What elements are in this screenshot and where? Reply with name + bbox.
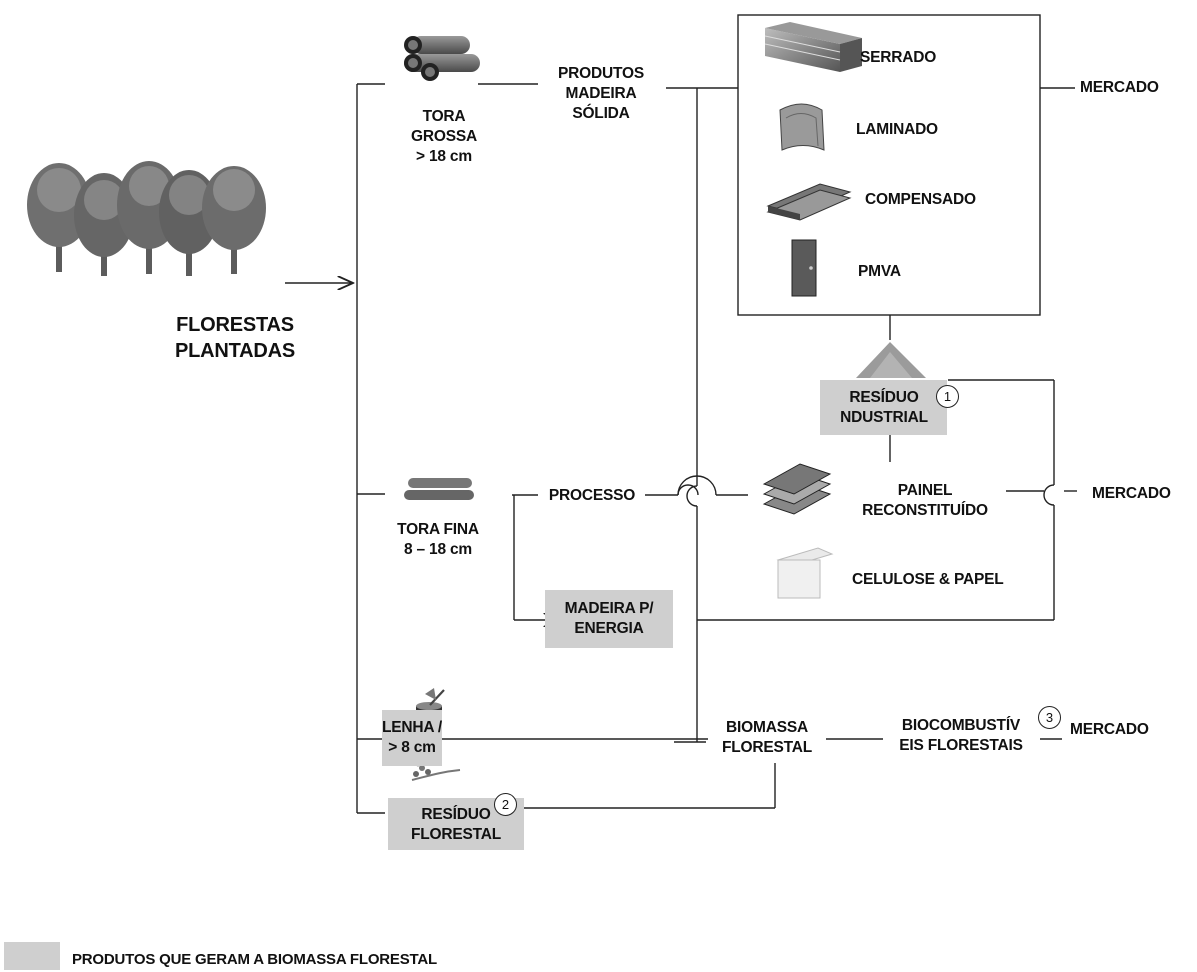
- connector-lines: [285, 14, 1077, 814]
- legend-text: PRODUTOS QUE GERAM A BIOMASSA FLORESTAL: [72, 951, 437, 968]
- tree-icon: [159, 170, 219, 276]
- door-icon: [791, 239, 817, 297]
- tree-icon: [27, 163, 91, 272]
- sawdust-pile-icon: [856, 342, 926, 378]
- footnote-marker-1: 1: [936, 385, 959, 408]
- branch-tora-fina: TORA FINA 8 – 18 cm: [397, 521, 479, 558]
- process-processo: PROCESSO: [548, 487, 636, 504]
- market-label-bottom: MERCADO: [1070, 721, 1149, 738]
- process-biomassa: BIOMASSA FLORESTAL: [721, 719, 813, 756]
- product-laminado: LAMINADO: [856, 121, 938, 138]
- process-madeira-energia: MADEIRA P/ ENERGIA: [564, 600, 654, 637]
- highlight-box-madeira-energia: [545, 590, 673, 648]
- plywood-icon: [766, 183, 852, 221]
- product-celulose: CELULOSE & PAPEL: [852, 571, 1004, 588]
- source-title: FLORESTAS PLANTADAS: [174, 314, 296, 362]
- market-label-top: MERCADO: [1080, 79, 1159, 96]
- tree-icon: [202, 166, 266, 274]
- panel-board-icon: [762, 463, 832, 515]
- thin-logs-icon: [404, 478, 474, 500]
- branch-lenha: LENHA / > 8 cm: [381, 719, 443, 756]
- line-hops: [677, 475, 717, 496]
- product-pmva: PMVA: [858, 263, 901, 280]
- product-compensado: COMPENSADO: [865, 191, 976, 208]
- product-painel: PAINEL RECONSTITUÍDO: [862, 482, 988, 519]
- highlight-box-lenha: [382, 710, 442, 766]
- legend-swatch: [4, 942, 60, 970]
- process-biocombustiveis: BIOCOMBUSTÍV EIS FLORESTAIS: [899, 717, 1023, 754]
- branch-tora-grossa: TORA GROSSA > 18 cm: [411, 108, 477, 165]
- process-residuo-industrial: RESÍDUO NDUSTRIAL: [840, 389, 928, 426]
- forest-illustration: [27, 161, 266, 276]
- market-label-middle: MERCADO: [1092, 485, 1171, 502]
- product-serrado: SERRADO: [860, 49, 937, 66]
- footnote-marker-3: 3: [1038, 706, 1061, 729]
- process-produtos-madeira: PRODUTOS MADEIRA SÓLIDA: [558, 65, 644, 122]
- footnote-marker-2: 2: [494, 793, 517, 816]
- lumber-stack-icon: [764, 22, 862, 72]
- veneer-icon: [779, 103, 825, 151]
- branch-residuo-florestal: RESÍDUO FLORESTAL: [410, 806, 502, 843]
- log-stack-icon: [404, 36, 480, 81]
- highlight-box-residuo-industrial: [820, 380, 947, 435]
- paper-ream-icon: [776, 547, 834, 599]
